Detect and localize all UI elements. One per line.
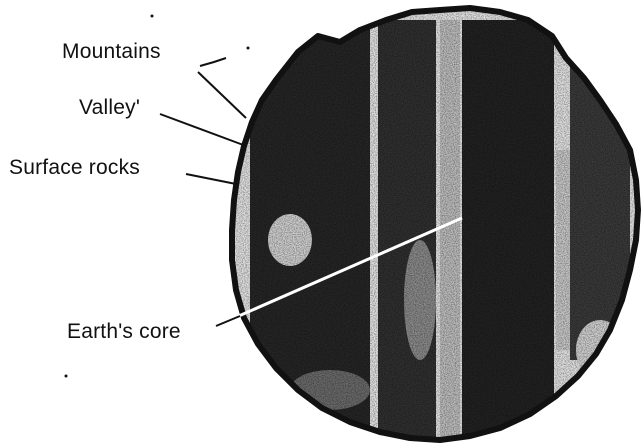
mountains-leader-line <box>198 72 246 118</box>
label-valley: Valley' <box>79 97 140 118</box>
label-mountains: Mountains <box>62 41 161 62</box>
valley-leader-line <box>160 114 246 146</box>
scan-dot <box>247 47 250 50</box>
core-leader-line-outside <box>216 316 240 326</box>
scan-dot <box>65 375 68 378</box>
scan-mark <box>200 58 226 66</box>
label-earths-core: Earth's core <box>67 321 181 342</box>
scan-dot <box>151 15 154 18</box>
label-surface-rocks: Surface rocks <box>9 157 140 178</box>
surface-rocks-leader-line <box>186 174 236 184</box>
